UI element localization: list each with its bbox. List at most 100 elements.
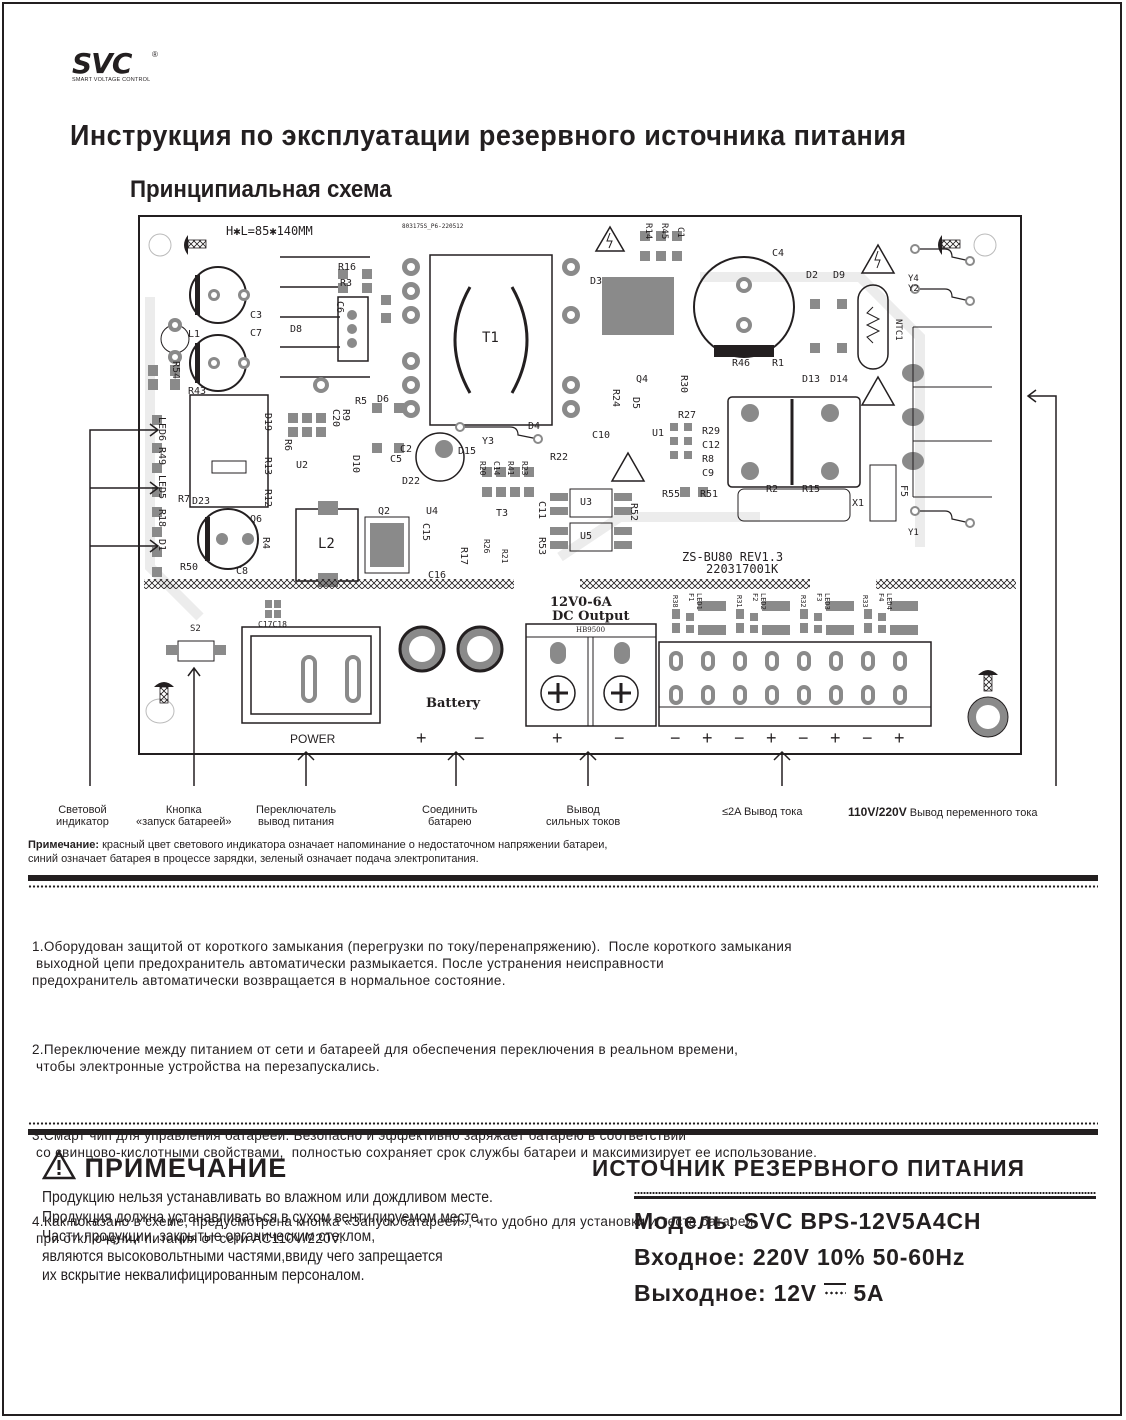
spec-output-prefix: Выходное: 12V	[634, 1280, 825, 1306]
label-r15: R15	[802, 484, 821, 495]
label-c4: C4	[772, 248, 785, 259]
spec-output-suffix: 5A	[846, 1280, 885, 1306]
dc-plus: +	[552, 728, 563, 748]
channel-smd-pad	[736, 623, 744, 633]
transistor-q2	[364, 516, 410, 574]
spec-input: Входное: 220V 10% 50-60Hz	[634, 1244, 966, 1270]
dc-minus: −	[614, 728, 625, 748]
capacitor-c3	[189, 266, 250, 324]
terminal-pad	[861, 685, 875, 705]
terminal-pad	[797, 685, 811, 705]
terminal-pad	[829, 651, 843, 671]
pcb-diagram: H✱L=85✱140MM 803175S_P6-220512 T1 C3 C7 …	[138, 215, 1022, 755]
terminal-pad	[701, 685, 715, 705]
terminal-model: HB9500	[576, 626, 606, 634]
label-u3: U3	[580, 497, 593, 508]
channel-smd-pad	[814, 613, 822, 621]
channel-polarity-minus: −	[734, 728, 745, 748]
label-l2: L2	[318, 536, 335, 552]
dc-output-rating: 12V0-6A	[550, 595, 612, 610]
label-c10: C10	[592, 430, 611, 441]
label-r29: R29	[702, 426, 721, 437]
power-label: POWER	[290, 732, 336, 746]
callout-power-switch-line1: Переключатель	[256, 804, 337, 816]
battery-label: Battery	[426, 696, 481, 711]
feature-item: 1.Оборудован защитой от короткого замыка…	[32, 939, 792, 988]
terminal-pad	[765, 651, 779, 671]
label-u1: U1	[652, 428, 665, 439]
label-r22: R22	[550, 452, 569, 463]
channel-smd-pad	[672, 609, 680, 619]
spec-title: ИСТОЧНИК РЕЗЕРВНОГО ПИТАНИЯ	[592, 1155, 1026, 1181]
label-d22: D22	[402, 476, 421, 487]
callout-high-current-line2: сильных токов	[546, 816, 621, 828]
label-c5: C5	[390, 454, 403, 465]
callout-indicator: Световой индикатор	[56, 804, 109, 828]
callout-battery-start-button: Кнопка «запуск батареей»	[136, 804, 232, 828]
spec-divider	[634, 1196, 1096, 1199]
pcb-dimensions: H✱L=85✱140MM	[226, 224, 313, 238]
label-r2: R2	[766, 484, 779, 495]
terminal-pad	[893, 685, 907, 705]
page-title: Инструкция по эксплуатации резервного ис…	[70, 120, 907, 152]
terminal-pad	[797, 651, 811, 671]
channel-smd-pad	[800, 623, 808, 633]
crystal-x1	[737, 488, 851, 522]
callout-power-switch-line2: вывод питания	[257, 816, 335, 828]
spec-divider-dotted	[634, 1192, 1096, 1194]
dc-symbol-icon	[824, 1283, 847, 1297]
callout-indicator-line1: Световой	[58, 804, 107, 816]
ac-output-voltage: 110V/220V	[848, 805, 907, 819]
warning-line: Продукция должна устанавливаться в сухом…	[42, 1208, 483, 1226]
channel-smd-pad	[686, 613, 694, 621]
registered-mark: ®	[152, 50, 158, 59]
channel-smd-pad	[890, 625, 918, 635]
warning-heading: ПРИМЕЧАНИЕ	[41, 1149, 288, 1184]
svc-logo: SVC ® SMART VOLTAGE CONTROL	[72, 50, 162, 84]
capacitor-c7	[189, 334, 250, 392]
divider-dotted	[28, 1122, 1098, 1125]
channel-smd-pad	[814, 625, 822, 633]
label-r27: R27	[678, 410, 697, 421]
warning-triangle-icon	[41, 1149, 77, 1180]
label-u5: U5	[580, 531, 593, 542]
capacitor-c8	[197, 508, 259, 570]
channel-smd-pad	[750, 625, 758, 633]
terminal-pad	[829, 685, 843, 705]
label-l1: L1	[188, 329, 201, 340]
power-switch	[241, 626, 381, 724]
warning-line: Продукцию нельзя устанавливать во влажно…	[42, 1189, 493, 1206]
label-u2: U2	[296, 460, 309, 471]
warning-title: ПРИМЕЧАНИЕ	[84, 1153, 288, 1183]
channel-smd-pad	[826, 601, 854, 611]
label-c7: C7	[250, 328, 263, 339]
label-r50: R50	[180, 562, 199, 573]
spec-model: Модель: SVC BPS-12V5A4CH	[634, 1208, 982, 1234]
terminal-pad	[893, 651, 907, 671]
channel-smd-pad	[878, 613, 886, 621]
label-r46: R46	[732, 358, 751, 369]
channel-smd-pad	[750, 613, 758, 621]
logo-tagline: SMART VOLTAGE CONTROL	[72, 77, 151, 83]
terminal-pad	[669, 685, 683, 705]
label-d14: D14	[830, 374, 849, 385]
channel-smd-pad	[736, 609, 744, 619]
callout-ac-output: 110V/220V Вывод переменного тока	[848, 806, 1038, 819]
battery-terminals	[398, 625, 504, 673]
channel-smd-pad	[864, 623, 872, 633]
mounting-hole	[973, 233, 997, 257]
wire-jumpers	[460, 248, 971, 524]
label-d6: D6	[377, 394, 390, 405]
screw-icon	[938, 235, 961, 255]
channel-polarity-minus: −	[670, 728, 681, 748]
label-y4: Y4	[908, 274, 919, 284]
label-c9: C9	[702, 468, 715, 479]
label-d13: D13	[802, 374, 821, 385]
warning-text: Продукцию нельзя устанавливать во влажно…	[42, 1188, 493, 1286]
terminal-pad	[733, 651, 747, 671]
callout-high-current: Вывод сильных токов	[546, 804, 620, 828]
label-r8: R8	[702, 454, 715, 465]
pcb-artwork	[144, 225, 1016, 738]
label-c16: C16	[428, 570, 447, 581]
